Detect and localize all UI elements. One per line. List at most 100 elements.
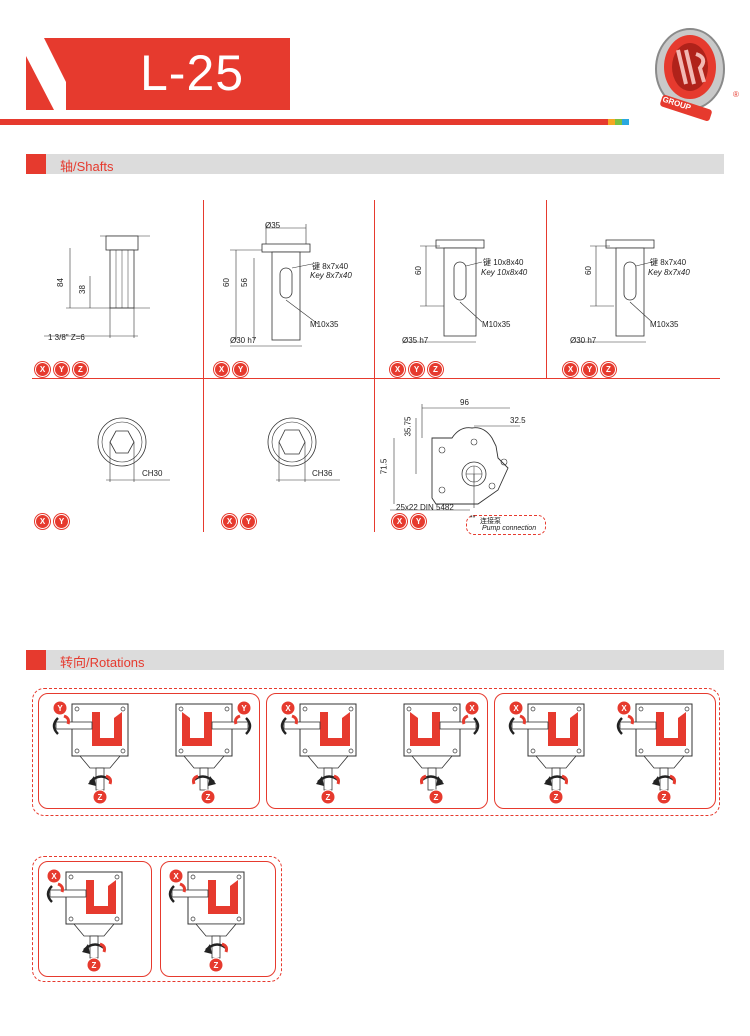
banner-slash-icon (26, 38, 66, 110)
rotation-panel (38, 693, 260, 809)
svg-text:Y: Y (241, 704, 247, 713)
gearbox-rotation-icon: X Z (46, 868, 123, 972)
svg-text:Y: Y (57, 704, 63, 713)
axis-badges: X Y (35, 514, 69, 529)
svg-text:X: X (173, 872, 179, 881)
gearbox-rotation-icon: X Z (280, 700, 357, 804)
header-rule (0, 119, 608, 125)
color-square-orange (608, 119, 615, 125)
svg-text:X: X (469, 704, 475, 713)
pump-flange-drawing (390, 404, 520, 511)
dim-label: Ø35 (265, 221, 281, 230)
dim-label: 25x22 DIN 5482 (396, 503, 454, 512)
svg-text:X: X (51, 872, 57, 881)
badge-y: Y (409, 362, 424, 377)
badge-x: X (35, 514, 50, 529)
badge-y: Y (54, 362, 69, 377)
gearbox-rotation-icon: Y Z (175, 700, 252, 804)
keyed-shaft-drawing (574, 239, 655, 343)
dim-label: 56 (239, 278, 249, 287)
pump-note-cn: 连接泵 (480, 518, 501, 525)
keyed-shaft-drawing (230, 224, 319, 347)
axis-badges: X Y (222, 514, 256, 529)
shafts-section-marker (26, 154, 46, 174)
dim-label: M10x35 (482, 320, 511, 329)
dim-label: M10x35 (310, 320, 339, 329)
badge-y: Y (582, 362, 597, 377)
dim-label: CH30 (142, 469, 163, 478)
svg-text:Z: Z (662, 793, 667, 802)
page-title: L-25 (140, 45, 245, 101)
dim-label: 60 (413, 266, 423, 275)
mr-group-logo-icon (652, 14, 732, 126)
dim-label: Ø30 h7 (570, 336, 597, 345)
rotation-panel (160, 861, 276, 977)
svg-text:X: X (285, 704, 291, 713)
axis-badges: X Y (214, 362, 248, 377)
badge-x: X (390, 362, 405, 377)
dim-label: CH36 (312, 469, 333, 478)
dim-label: 71.5 (379, 458, 389, 475)
grid-divider (374, 200, 375, 532)
registered-mark: ® (733, 90, 739, 99)
hex-end-drawing (267, 417, 340, 482)
rotations-section-bar (26, 650, 724, 670)
shafts-section-bar (26, 154, 724, 174)
grid-divider (203, 200, 204, 532)
svg-text:Z: Z (92, 961, 97, 970)
color-square-blue (622, 119, 629, 125)
badge-x: X (214, 362, 229, 377)
rotation-panel (38, 861, 152, 977)
badge-z: Z (601, 362, 616, 377)
badge-y: Y (411, 514, 426, 529)
badge-y: Y (233, 362, 248, 377)
badge-y: Y (241, 514, 256, 529)
axis-badges: X Y Z (35, 362, 88, 377)
dim-label: 35.75 (403, 416, 413, 437)
svg-text:X: X (621, 704, 627, 713)
badge-x: X (563, 362, 578, 377)
color-square-green (615, 119, 622, 125)
badge-x: X (392, 514, 407, 529)
gearbox-rotation-icon: Y Z (52, 700, 129, 804)
pump-connection-note (466, 515, 546, 535)
dim-label: 1 3/8" Z=6 (48, 333, 85, 342)
pump-note-mark: ** (470, 515, 476, 522)
title-banner (26, 38, 290, 110)
keyed-shaft-drawing (404, 239, 485, 343)
rotation-panel (494, 693, 716, 809)
dim-label: 84 (55, 278, 65, 287)
dim-label: 键 10x8x40 (483, 258, 524, 267)
dim-label: Key 10x8x40 (481, 268, 528, 277)
gearbox-rotation-icon: X Z (403, 700, 480, 804)
pump-note-en: Pump connection (482, 525, 537, 532)
dim-label: Key 8x7x40 (648, 268, 690, 277)
rotations-section-title: 转向/Rotations (60, 655, 145, 670)
rotation-panel (266, 693, 488, 809)
svg-text:Z: Z (214, 961, 219, 970)
rotation-group-outer (32, 856, 282, 982)
spline-shaft-drawing (44, 235, 150, 338)
badge-z: Z (428, 362, 443, 377)
axis-badges: X Y Z (390, 362, 443, 377)
badge-z: Z (73, 362, 88, 377)
badge-x: X (35, 362, 50, 377)
axis-badges: X Y (392, 514, 426, 529)
dim-label: Ø35 h7 (402, 336, 429, 345)
dim-label: 60 (583, 266, 593, 275)
svg-text:Z: Z (98, 793, 103, 802)
dim-label: M10x35 (650, 320, 679, 329)
grid-divider (546, 200, 547, 378)
badge-x: X (222, 514, 237, 529)
axis-badges: X Y Z (563, 362, 616, 377)
gearbox-rotation-icon: X Z (168, 868, 245, 972)
gearbox-rotation-icon: X Z (508, 700, 585, 804)
badge-y: Y (54, 514, 69, 529)
svg-text:X: X (513, 704, 519, 713)
dim-label: 键 8x7x40 (312, 262, 349, 271)
grid-divider (32, 378, 720, 379)
dim-label: 键 8x7x40 (650, 258, 687, 267)
svg-text:Z: Z (554, 793, 559, 802)
gearbox-rotation-icon: X Z (616, 700, 693, 804)
hex-end-drawing (97, 417, 170, 482)
